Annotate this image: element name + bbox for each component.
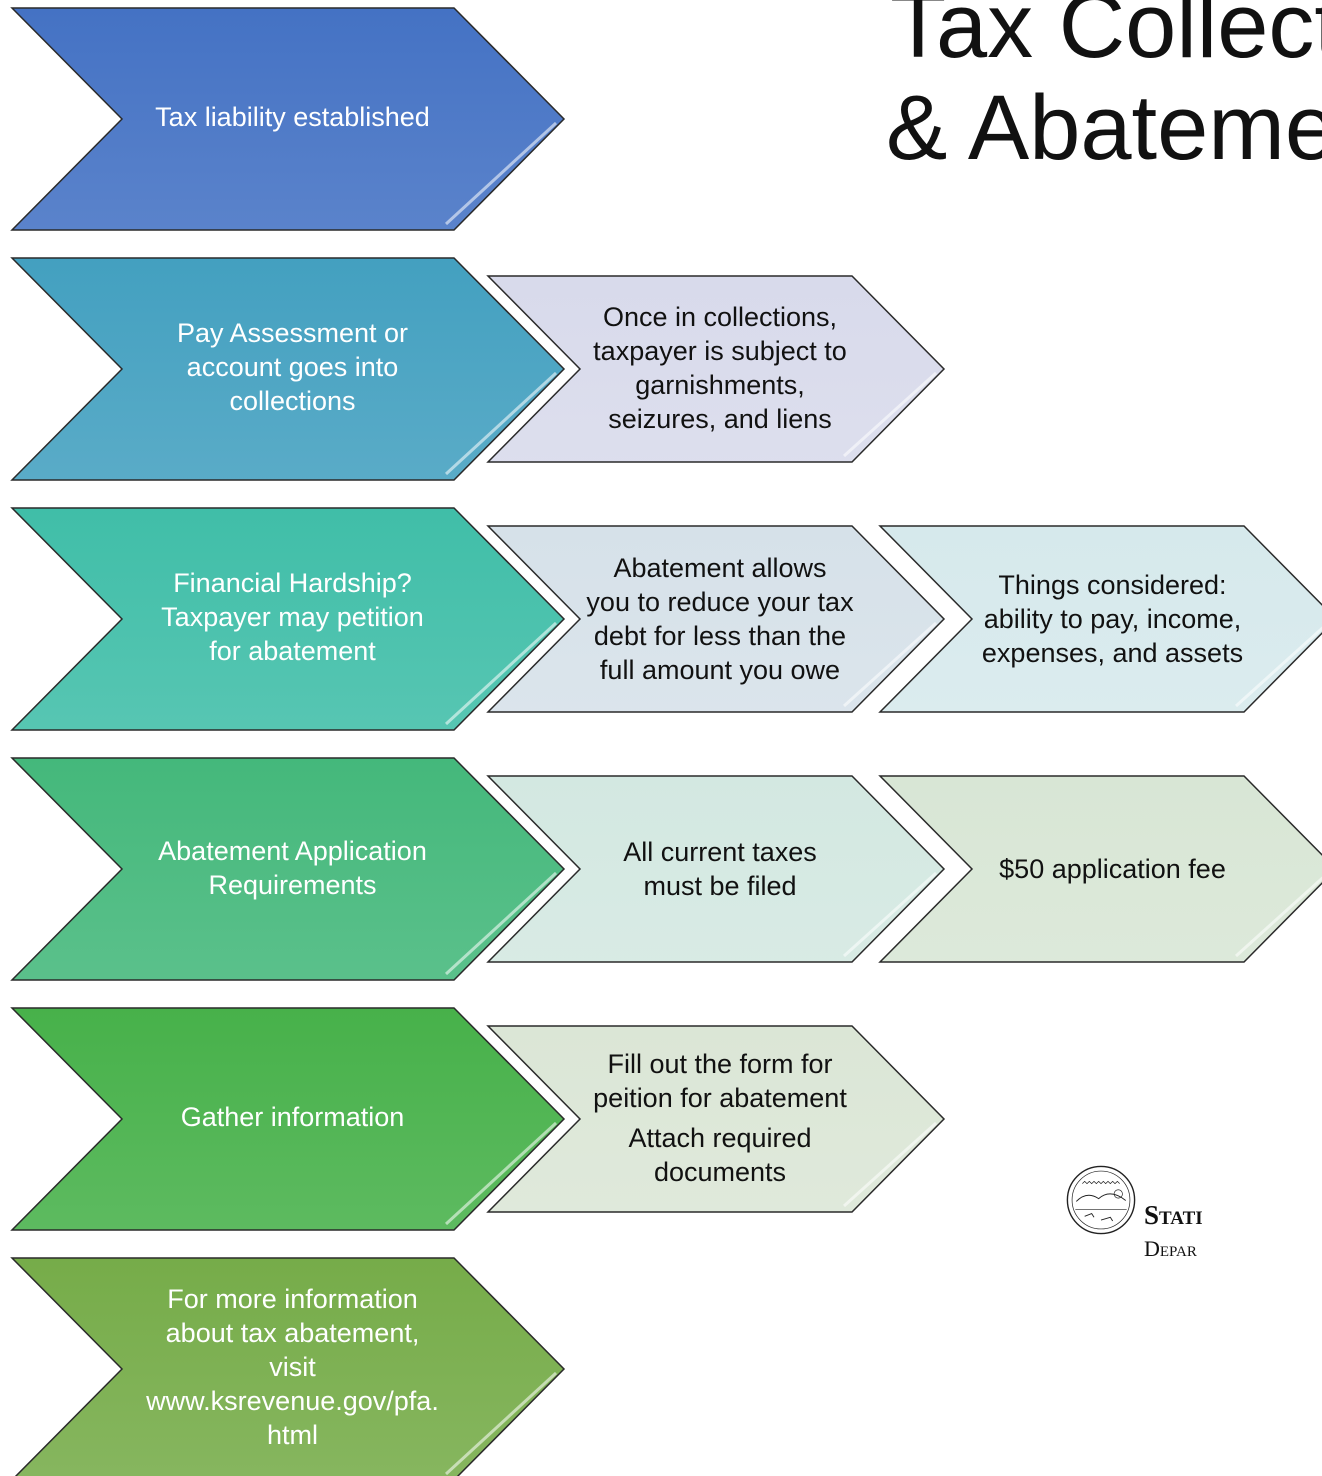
step-6-text: For more information about tax abatement…: [120, 1265, 465, 1469]
step-4-chevron-highlight: [444, 871, 558, 976]
step-1-text: Tax liability established: [120, 15, 465, 219]
step-3-detail-1-text: Abatement allows you to reduce your tax …: [575, 534, 865, 704]
detail-line: Things considered:: [998, 570, 1227, 600]
step-2-detail-1-chevron-highlight: [842, 371, 938, 458]
detail-line: Fill out the form for: [607, 1049, 833, 1079]
detail-line: All current taxes: [623, 837, 817, 867]
step-4-detail-2-chevron-highlight: [1234, 876, 1322, 958]
step-5-line: Gather information: [180, 1102, 405, 1132]
detail-line: you to reduce your tax: [586, 587, 854, 617]
step-5-detail-1-chevron-highlight: [842, 1121, 938, 1208]
step-6-chevron-highlight: [444, 1371, 558, 1476]
step-3-line: for abatement: [209, 636, 376, 666]
step-4-detail-1-chevron-highlight: [842, 871, 938, 958]
detail-line: debt for less than the: [593, 621, 847, 651]
page-title-line-1: Tax Collect: [890, 0, 1322, 77]
step-4-text: Abatement Application Requirements: [120, 766, 465, 970]
step-3-chevron-highlight: [444, 621, 558, 726]
step-3-detail-1-chevron-highlight: [842, 621, 938, 708]
title-area: Tax Collect & Abateme: [0, 0, 1322, 240]
detail-line: documents: [653, 1157, 787, 1187]
step-3-detail-2-chevron: [878, 525, 1322, 713]
detail-line: peition for abatement: [593, 1083, 847, 1113]
step-4-chevron: [10, 757, 566, 981]
step-1-chevron: [10, 7, 566, 231]
detail-line: seizures, and liens: [608, 404, 832, 434]
detail-line: expenses, and assets: [981, 638, 1244, 668]
step-3-detail-2-text: Things considered: ability to pay, incom…: [965, 534, 1260, 704]
detail-line: full amount you owe: [599, 655, 841, 685]
detail-line: must be filed: [643, 871, 797, 901]
step-6-line: html: [266, 1420, 318, 1450]
step-3-detail-2-chevron-highlight: [1234, 626, 1322, 708]
step-2-line: Pay Assessment or: [176, 318, 409, 348]
step-5-chevron: [10, 1007, 566, 1231]
detail-line: Abatement allows: [613, 553, 827, 583]
step-5-chevron-highlight: [444, 1121, 558, 1226]
step-6-line: www.ksrevenue.gov/pfa.: [146, 1386, 439, 1416]
step-6-line: For more information: [167, 1284, 418, 1314]
step-4-detail-2-text: $50 application fee: [965, 784, 1260, 954]
step-5-detail-text: Fill out the form for peition for abatem…: [575, 1033, 865, 1203]
step-2-detail-1-chevron: [486, 275, 946, 463]
step-3-detail-1-chevron: [486, 525, 946, 713]
step-3-chevron: [10, 507, 566, 731]
page-title-line-2: & Abateme: [886, 77, 1322, 179]
detail-line: garnishments,: [635, 370, 805, 400]
kansas-seal-icon: [1066, 1165, 1136, 1235]
step-2-chevron-highlight: [444, 371, 558, 476]
step-2-chevron: [10, 257, 566, 481]
step-2-text: Pay Assessment or account goes into coll…: [120, 265, 465, 469]
agency-name-line-2: Depar: [1144, 1236, 1197, 1261]
step-3-line: Taxpayer may petition: [161, 602, 424, 632]
step-4-detail-1-text: All current taxes must be filed: [575, 784, 865, 954]
step-5-text: Gather information: [120, 1015, 465, 1219]
step-1-line: Tax liability established: [155, 102, 430, 132]
step-4-detail-2-chevron: [878, 775, 1322, 963]
step-2-detail-text: Once in collections, taxpayer is subject…: [575, 283, 865, 453]
detail-line: Attach required: [628, 1123, 812, 1153]
step-3-line: Financial Hardship?: [173, 568, 412, 598]
step-6-chevron: [10, 1257, 566, 1476]
step-2-line: collections: [229, 386, 356, 416]
step-5-detail-1-chevron: [486, 1025, 946, 1213]
step-3-text: Financial Hardship? Taxpayer may petitio…: [120, 515, 465, 719]
step-1-chevron-highlight: [444, 121, 558, 226]
step-6-line: about tax abatement,: [165, 1318, 420, 1348]
step-6-line: visit: [269, 1352, 316, 1382]
detail-line: ability to pay, income,: [983, 604, 1242, 634]
agency-name-line-1: Stati: [1144, 1200, 1203, 1230]
step-4-detail-1-chevron: [486, 775, 946, 963]
step-4-line: Abatement Application: [158, 836, 427, 866]
detail-line: Once in collections,: [602, 302, 838, 332]
detail-line: taxpayer is subject to: [593, 336, 847, 366]
detail-line: $50 application fee: [999, 854, 1226, 884]
step-4-line: Requirements: [208, 870, 377, 900]
step-2-line: account goes into: [186, 352, 399, 382]
